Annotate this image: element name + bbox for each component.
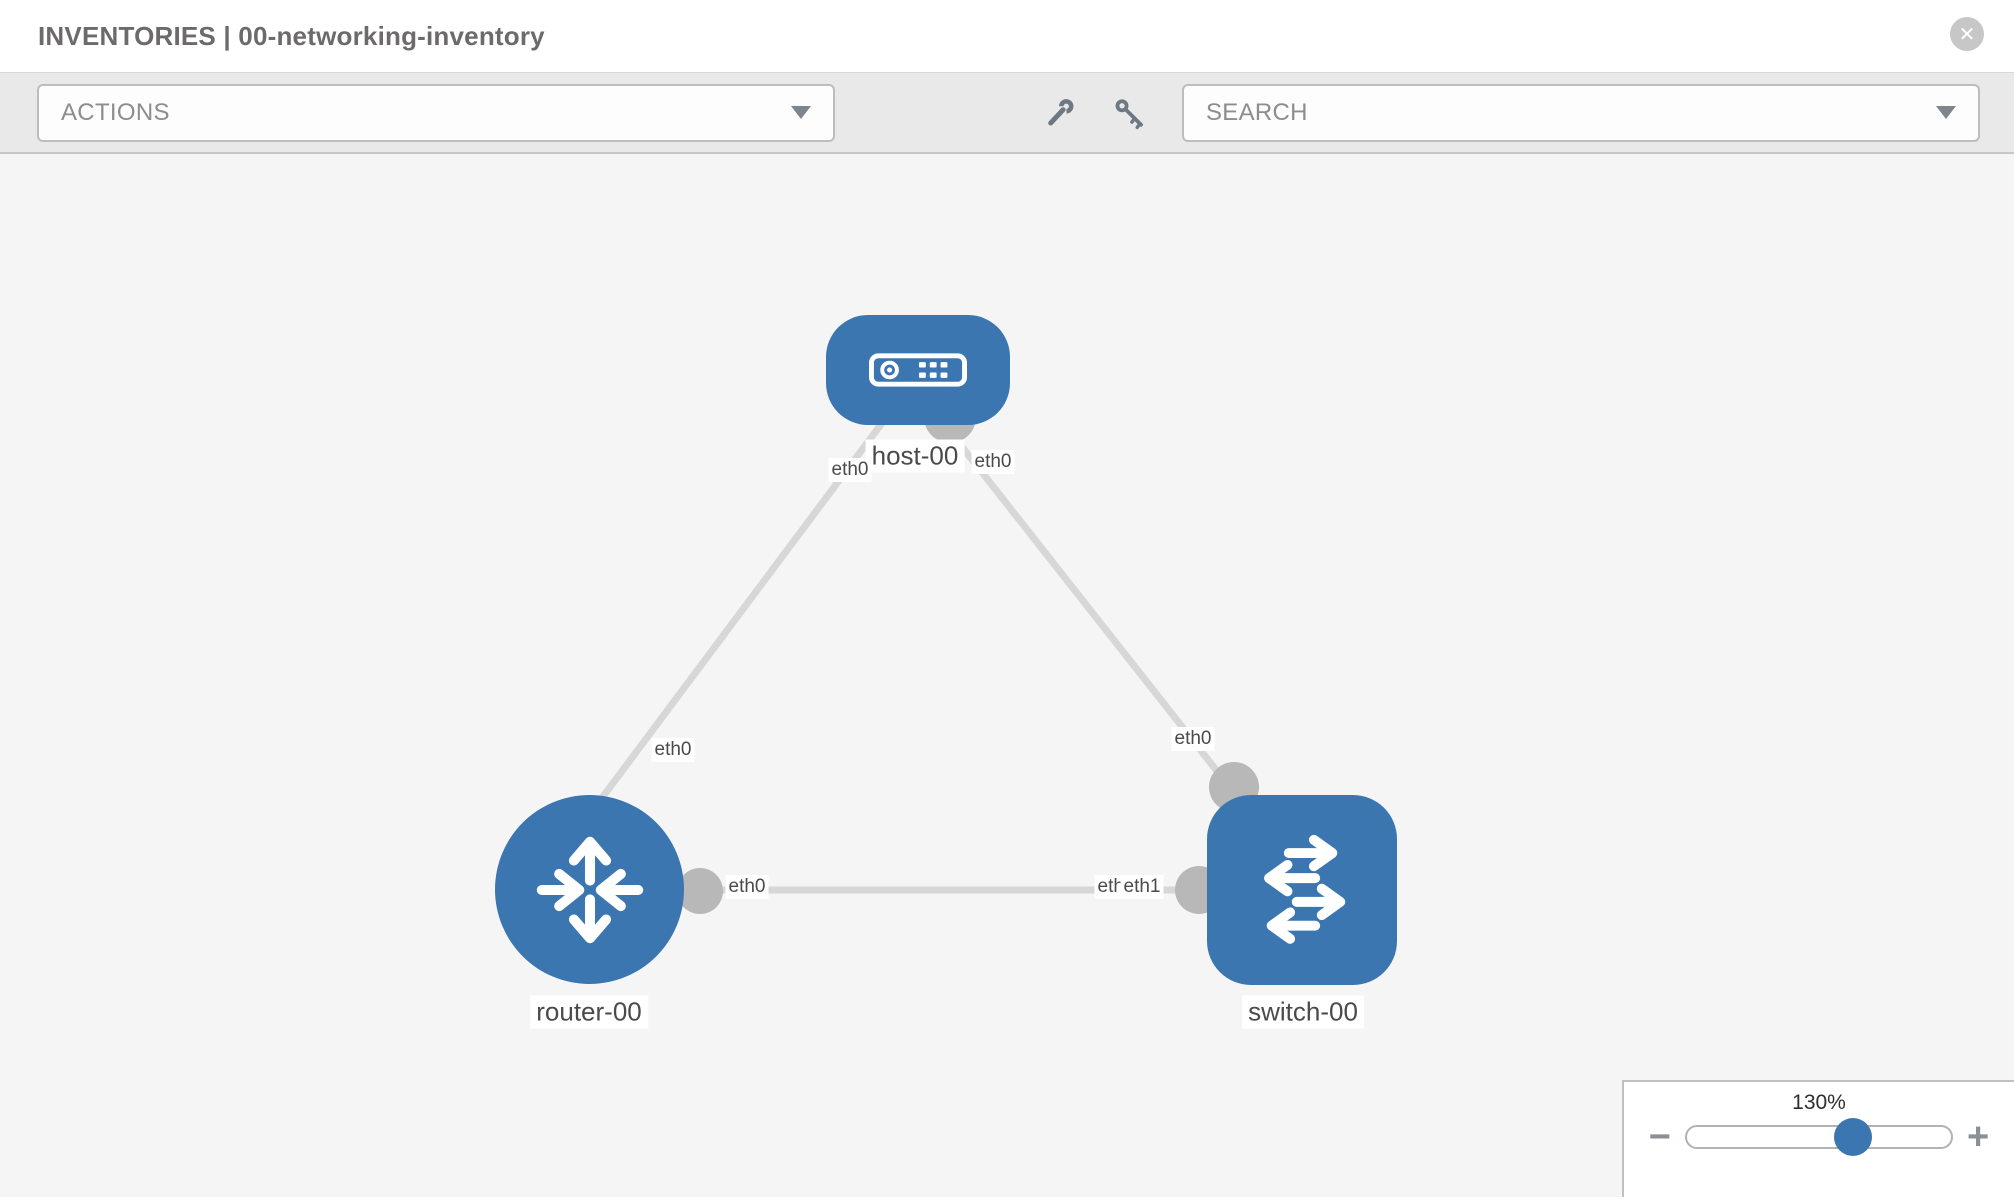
interface-label-router-right: eth0 <box>725 875 769 899</box>
zoom-control-panel: 130% − + <box>1622 1080 2014 1197</box>
actions-dropdown[interactable]: ACTIONS <box>37 83 835 142</box>
connector-router-right <box>677 868 723 914</box>
node-label-router: router-00 <box>530 995 648 1029</box>
configure-button[interactable] <box>1038 91 1082 135</box>
actions-dropdown-label: ACTIONS <box>61 98 170 126</box>
zoom-slider-thumb[interactable] <box>1834 1118 1873 1156</box>
interface-label-router-top: eth0 <box>651 738 695 762</box>
close-button[interactable]: ✕ <box>1950 17 1984 51</box>
interface-label-host-right: eth0 <box>971 450 1015 474</box>
header: INVENTORIES | 00-networking-inventory ✕ <box>0 0 2014 72</box>
wrench-icon <box>1048 98 1074 125</box>
node-label-switch: switch-00 <box>1242 995 1364 1029</box>
zoom-in-button[interactable]: + <box>1967 1116 1990 1158</box>
interface-label-switch-left: eth1 <box>1120 875 1164 899</box>
caret-down-icon <box>1936 106 1956 119</box>
router-icon <box>536 836 643 943</box>
caret-down-icon <box>791 106 811 119</box>
page-title: INVENTORIES | 00-networking-inventory <box>38 20 545 51</box>
topology-canvas[interactable]: host-00 router-00 switch-00 eth0 eth0 et… <box>0 154 2014 1197</box>
search-dropdown[interactable]: SEARCH <box>1182 83 1980 142</box>
node-switch-00[interactable] <box>1207 795 1397 985</box>
topology-edges <box>572 391 1259 914</box>
node-label-host: host-00 <box>865 439 965 473</box>
node-router-00[interactable] <box>495 795 684 984</box>
zoom-slider[interactable] <box>1685 1118 1953 1156</box>
node-host-00[interactable] <box>826 315 1010 425</box>
link-host-router[interactable] <box>572 416 888 837</box>
close-icon: ✕ <box>1958 23 1976 46</box>
toolbar: ACTIONS S <box>0 72 2014 154</box>
server-icon <box>869 353 967 387</box>
plus-icon: + <box>1967 1116 1990 1158</box>
interface-label-switch-top: eth0 <box>1171 727 1215 751</box>
toolbar-tools <box>1038 91 1152 135</box>
credentials-button[interactable] <box>1108 91 1152 135</box>
zoom-out-button[interactable]: − <box>1648 1116 1671 1158</box>
minus-icon: − <box>1648 1116 1671 1158</box>
key-icon <box>1115 98 1143 129</box>
switch-icon <box>1264 834 1346 944</box>
zoom-level-value: 130% <box>1792 1091 1846 1114</box>
search-placeholder: SEARCH <box>1206 98 1308 126</box>
interface-label-host-left: eth0 <box>828 458 872 482</box>
